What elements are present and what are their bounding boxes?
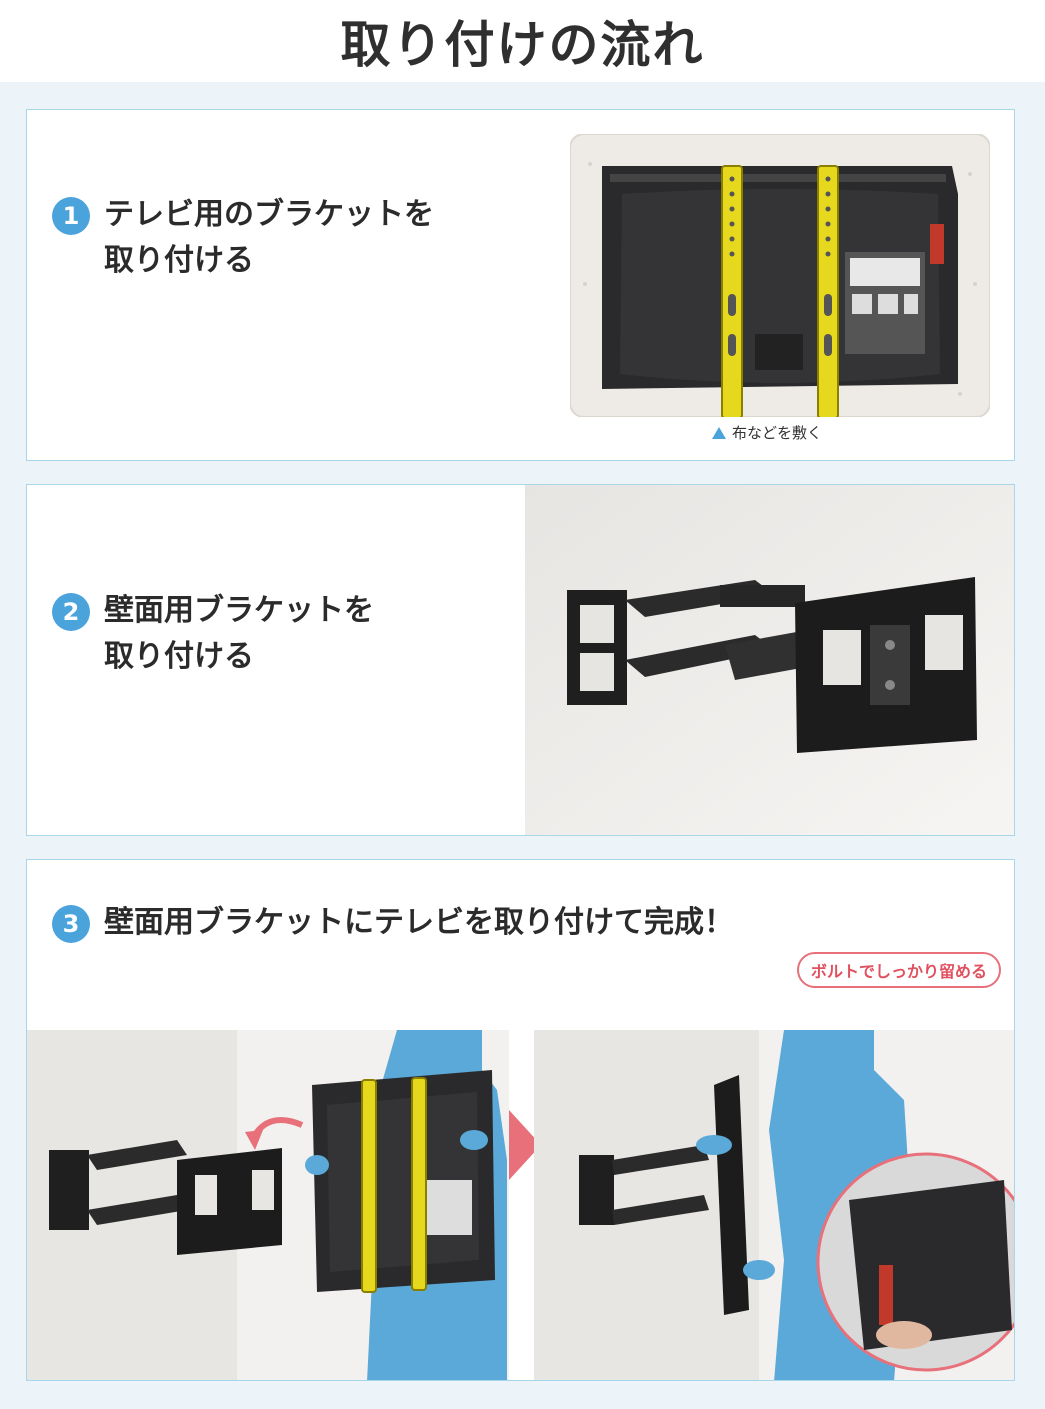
person-lifting-tv-image bbox=[27, 1030, 509, 1380]
person-fastening-bolt-image bbox=[534, 1030, 1014, 1380]
next-arrow bbox=[505, 1110, 545, 1180]
step-3-line1: 壁面用ブラケットにテレビを取り付けて完成！ bbox=[104, 905, 734, 940]
step-1-heading: 1 テレビ用のブラケットを 取り付ける bbox=[52, 192, 434, 284]
step-2-heading: 2 壁面用ブラケットを 取り付ける bbox=[52, 588, 374, 680]
page-title: 取り付けの流れ bbox=[340, 16, 705, 74]
step-2-line1: 壁面用ブラケットを bbox=[104, 593, 374, 628]
step-3-callout: ボルトでしっかり留める bbox=[797, 952, 1002, 988]
step-2-line2: 取り付ける bbox=[104, 639, 254, 674]
step-1-line2: 取り付ける bbox=[104, 243, 254, 278]
step-1-caption-text: 布などを敷く bbox=[732, 424, 823, 442]
step-2-number: 2 bbox=[52, 593, 90, 631]
next-arrow-icon bbox=[509, 1110, 541, 1180]
step-2-text: 壁面用ブラケットを 取り付ける bbox=[104, 588, 374, 680]
step-3-photo-left bbox=[27, 1030, 509, 1380]
step-1-line1: テレビ用のブラケットを bbox=[104, 197, 434, 232]
step-1-caption: 布などを敷く bbox=[712, 422, 822, 443]
step-3-text: 壁面用ブラケットにテレビを取り付けて完成！ bbox=[104, 900, 734, 946]
step-2-card: 2 壁面用ブラケットを 取り付ける bbox=[26, 484, 1015, 836]
step-1-text: テレビ用のブラケットを 取り付ける bbox=[104, 192, 434, 284]
step-3-heading: 3 壁面用ブラケットにテレビを取り付けて完成！ bbox=[52, 900, 734, 946]
wall-bracket-image bbox=[525, 485, 1014, 835]
step-1-photo bbox=[570, 134, 990, 417]
step-1-number: 1 bbox=[52, 197, 90, 235]
step-2-photo bbox=[525, 485, 1014, 835]
triangle-icon bbox=[712, 426, 726, 439]
title-bar: 取り付けの流れ bbox=[0, 0, 1045, 82]
step-1-card: 1 テレビ用のブラケットを 取り付ける bbox=[26, 109, 1015, 461]
step-3-number: 3 bbox=[52, 905, 90, 943]
step-3-card: 3 壁面用ブラケットにテレビを取り付けて完成！ bbox=[26, 859, 1015, 1381]
step-3-photo-right bbox=[534, 1030, 1014, 1380]
tv-back-on-cloth-image bbox=[570, 134, 990, 417]
